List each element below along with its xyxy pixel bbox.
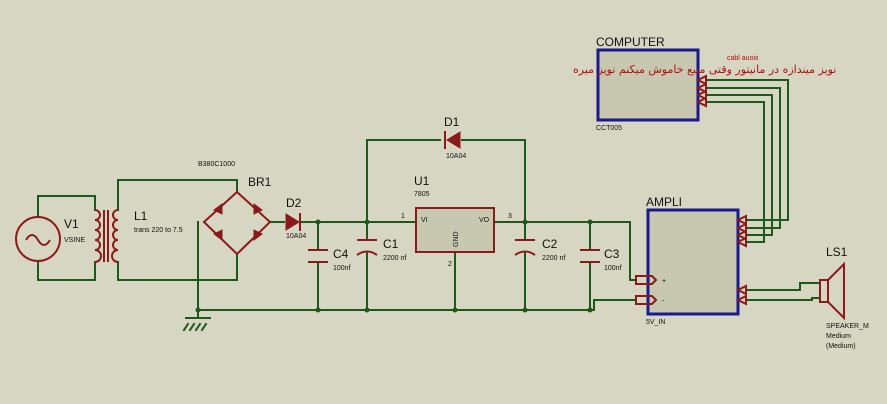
ampli-ref: AMPLI <box>646 195 682 209</box>
computer-block <box>596 48 707 122</box>
v1-ref: V1 <box>64 217 79 231</box>
v1-source <box>15 216 61 262</box>
c4-capacitor <box>308 249 328 263</box>
ls1-sub2: (Medium) <box>826 343 856 350</box>
c1-ref: C1 <box>383 237 399 251</box>
cable-note: cabl auoix <box>727 55 759 62</box>
ls1-value: SPEAKER_M <box>826 323 869 330</box>
c3-ref: C3 <box>604 247 620 261</box>
c2-value: 2200 nf <box>542 255 565 262</box>
computer-value: CCT005 <box>596 125 622 132</box>
l1-transformer <box>94 209 119 263</box>
l1-value: trans 220 to 7.5 <box>134 227 183 234</box>
c2-capacitor <box>514 239 536 256</box>
u1-regulator <box>415 207 495 253</box>
ampli-block <box>635 208 747 316</box>
ground-symbol <box>182 317 211 332</box>
ampli-minus: - <box>662 298 665 305</box>
computer-ref: COMPUTER <box>596 35 665 49</box>
d1-ref: D1 <box>444 115 460 129</box>
noise-note: نویز میندازه در مانیتور وقتی منبع خاموش … <box>573 63 836 76</box>
ampli-value: 5V_IN <box>646 319 665 326</box>
u1-pin-vo: VO <box>479 217 490 224</box>
br1-value: B380C1000 <box>198 161 235 168</box>
d2-value: 10A04 <box>286 233 306 240</box>
u1-pin-gnd: GND <box>453 231 460 247</box>
u1-pin2: 2 <box>448 261 452 268</box>
c2-ref: C2 <box>542 237 558 251</box>
c4-ref: C4 <box>333 247 349 261</box>
ls1-speaker <box>819 261 845 321</box>
u1-pin3: 3 <box>508 213 512 220</box>
d1-value: 10A04 <box>446 153 466 160</box>
d2-diode <box>285 213 301 231</box>
u1-pin-vi: VI <box>421 217 428 224</box>
c4-value: 100nf <box>333 265 351 272</box>
v1-value: VSINE <box>64 237 85 244</box>
c1-value: 2200 nf <box>383 255 406 262</box>
wires <box>37 79 821 319</box>
ls1-sub1: Medium <box>826 333 851 340</box>
c1-capacitor <box>356 239 378 256</box>
u1-ref: U1 <box>414 174 430 188</box>
l1-ref: L1 <box>134 209 148 223</box>
d1-diode <box>444 131 461 149</box>
br1-bridge <box>202 190 272 256</box>
d2-ref: D2 <box>286 196 302 210</box>
c3-capacitor <box>580 249 600 263</box>
u1-pin1: 1 <box>401 213 405 220</box>
br1-ref: BR1 <box>248 175 272 189</box>
ampli-plus: + <box>662 278 666 285</box>
u1-value: 7805 <box>414 191 430 198</box>
ls1-ref: LS1 <box>826 245 848 259</box>
c3-value: 100nf <box>604 265 622 272</box>
